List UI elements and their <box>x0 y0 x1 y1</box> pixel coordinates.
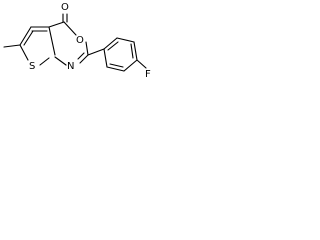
bond-lines <box>3 13 147 72</box>
bond-c-f <box>136 59 147 69</box>
atom-label-ring-nitrogen: N <box>67 61 74 72</box>
bond-phenyl-link <box>87 48 105 56</box>
structure-diagram: O O N S F <box>3 2 151 80</box>
atom-labels: O O N S F <box>29 2 151 80</box>
bond-ph-2 <box>116 37 135 43</box>
bond-ph-1-inner <box>107 41 119 51</box>
bond-thiophene-s-c <box>39 57 50 66</box>
bond-c-n <box>79 54 89 64</box>
bond-carbonyl-ring-o <box>63 21 77 36</box>
bond-fused <box>48 26 56 56</box>
atom-label-sulfur: S <box>29 61 35 72</box>
atom-label-ring-oxygen: O <box>76 35 84 46</box>
bond-c-n-double <box>77 52 85 60</box>
bond-c-carbonyl <box>48 21 65 28</box>
bond-ring-o-c <box>85 41 89 56</box>
bond-ph-3-inner <box>130 43 134 59</box>
bond-ph-1 <box>103 37 118 50</box>
bond-thiophene-left <box>19 26 32 46</box>
bond-ph-3 <box>133 41 138 61</box>
bond-ph-6 <box>103 48 108 68</box>
bond-ph-5 <box>106 66 125 72</box>
bond-n-c <box>54 56 67 66</box>
atom-label-carbonyl-oxygen: O <box>61 2 69 13</box>
bond-ph-5-inner <box>109 63 124 68</box>
bond-thiophene-c-s <box>19 44 29 61</box>
bond-ph-4 <box>123 59 138 72</box>
bond-methyl <box>3 44 21 48</box>
atom-label-fluorine: F <box>145 69 151 80</box>
bond-thiophene-left-double <box>23 30 34 46</box>
